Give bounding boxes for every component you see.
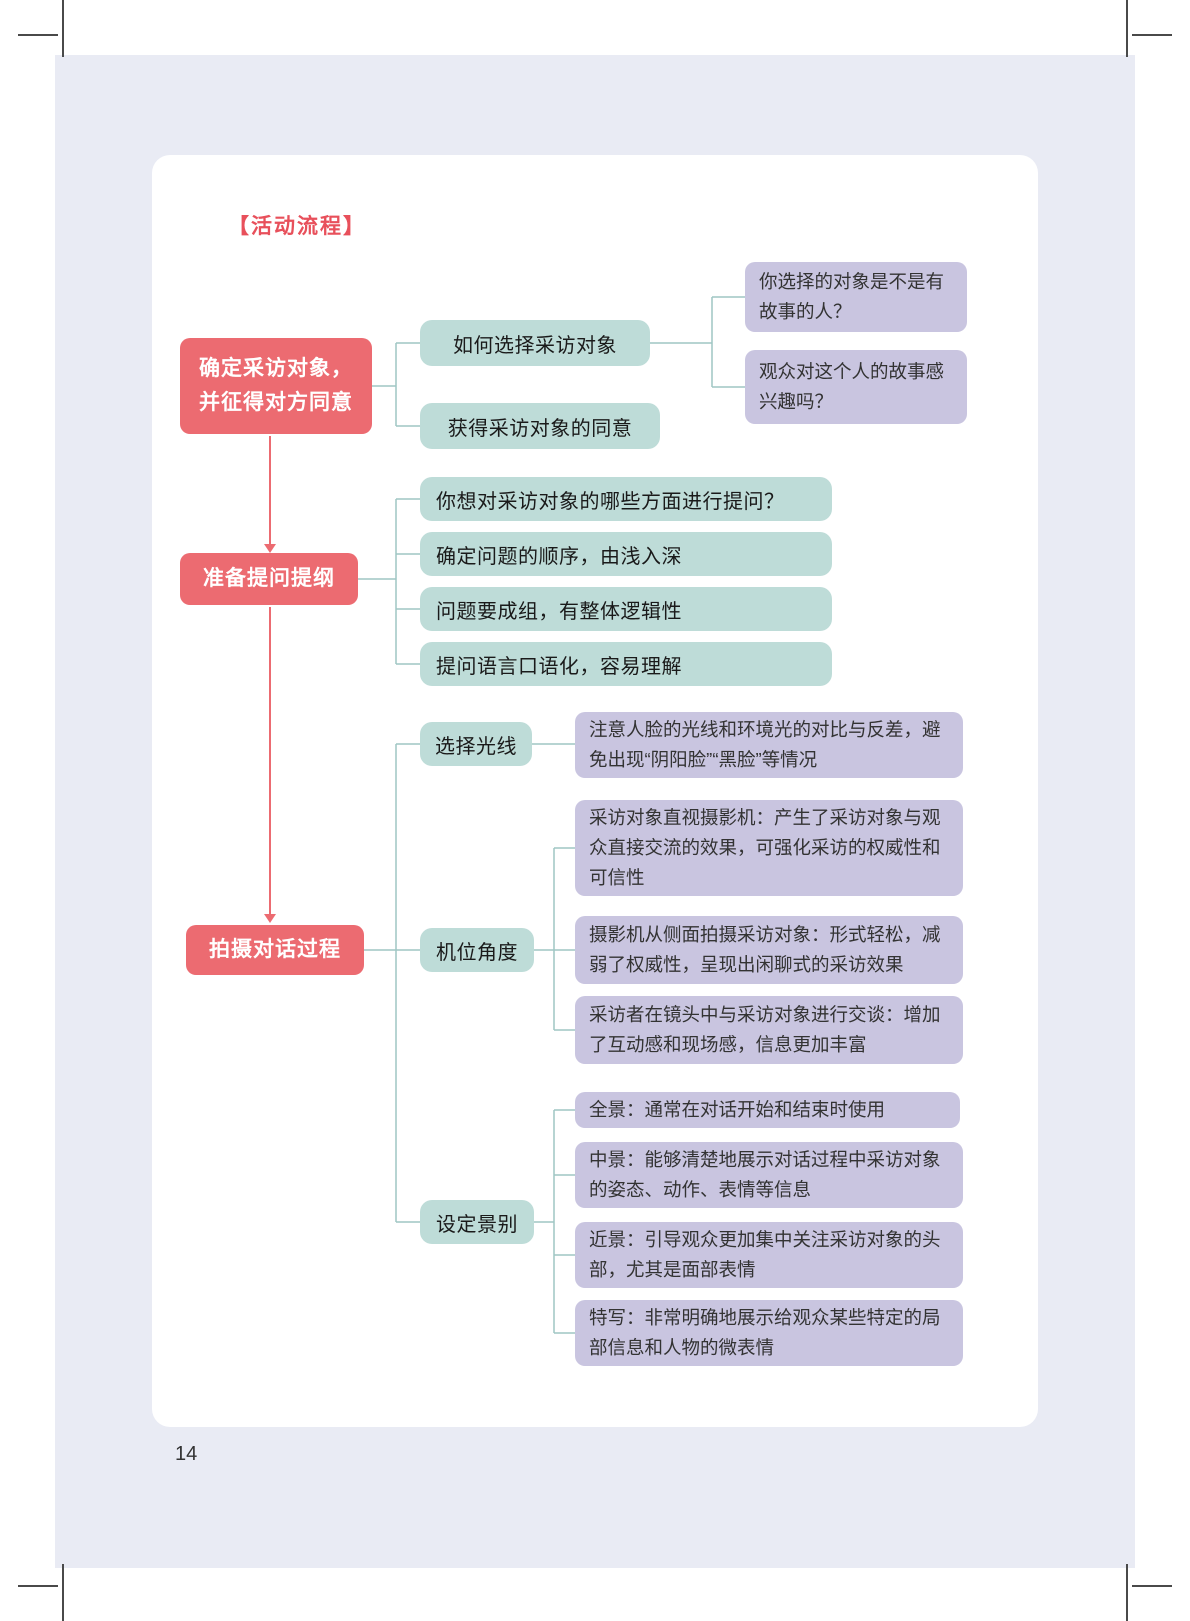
branch-get-consent: 获得采访对象的同意	[420, 403, 660, 449]
crop-mark	[1132, 1585, 1172, 1587]
stage-node-prepare-outline: 准备提问提纲	[180, 553, 358, 605]
leaf-angle-interviewer-in-frame: 采访者在镜头中与采访对象进行交谈：增加了互动感和现场感，信息更加丰富	[575, 996, 963, 1064]
leaf-audience-interest: 观众对这个人的故事感兴趣吗？	[745, 350, 967, 424]
crop-mark	[1126, 1564, 1128, 1621]
branch-question-aspects: 你想对采访对象的哪些方面进行提问？	[420, 477, 832, 521]
crop-mark	[18, 1585, 58, 1587]
leaf-shot-closeup: 特写：非常明确地展示给观众某些特定的局部信息和人物的微表情	[575, 1300, 963, 1366]
page-number: 14	[175, 1443, 198, 1465]
crop-mark	[18, 34, 58, 36]
leaf-lighting-contrast: 注意人脸的光线和环境光的对比与反差，避免出现“阴阳脸”“黑脸”等情况	[575, 712, 963, 778]
crop-mark	[62, 0, 64, 57]
stage-node-film-dialogue: 拍摄对话过程	[186, 925, 364, 975]
crop-mark	[1126, 0, 1128, 57]
leaf-shot-close: 近景：引导观众更加集中关注采访对象的头部，尤其是面部表情	[575, 1222, 963, 1288]
stage-node-line: 并征得对方同意	[199, 391, 353, 414]
branch-lighting: 选择光线	[420, 722, 532, 766]
branch-shot-size: 设定景别	[420, 1200, 534, 1244]
branch-how-to-choose: 如何选择采访对象	[420, 320, 650, 366]
crop-mark	[1132, 34, 1172, 36]
branch-question-groups: 问题要成组，有整体逻辑性	[420, 587, 832, 631]
leaf-shot-full: 全景：通常在对话开始和结束时使用	[575, 1092, 960, 1128]
branch-camera-angle: 机位角度	[420, 928, 534, 972]
leaf-angle-direct: 采访对象直视摄影机：产生了采访对象与观众直接交流的效果，可强化采访的权威性和可信…	[575, 800, 963, 896]
branch-question-language: 提问语言口语化，容易理解	[420, 642, 832, 686]
crop-mark	[62, 1564, 64, 1621]
stage-node-line: 确定采访对象，	[199, 357, 353, 380]
stage-node-select-subject: 确定采访对象， 并征得对方同意	[180, 338, 372, 434]
leaf-angle-side: 摄影机从侧面拍摄采访对象：形式轻松，减弱了权威性，呈现出闲聊式的采访效果	[575, 916, 963, 984]
leaf-shot-medium: 中景：能够清楚地展示对话过程中采访对象的姿态、动作、表情等信息	[575, 1142, 963, 1208]
page-title: 【活动流程】	[228, 215, 366, 238]
leaf-has-story: 你选择的对象是不是有故事的人？	[745, 262, 967, 332]
branch-question-order: 确定问题的顺序，由浅入深	[420, 532, 832, 576]
